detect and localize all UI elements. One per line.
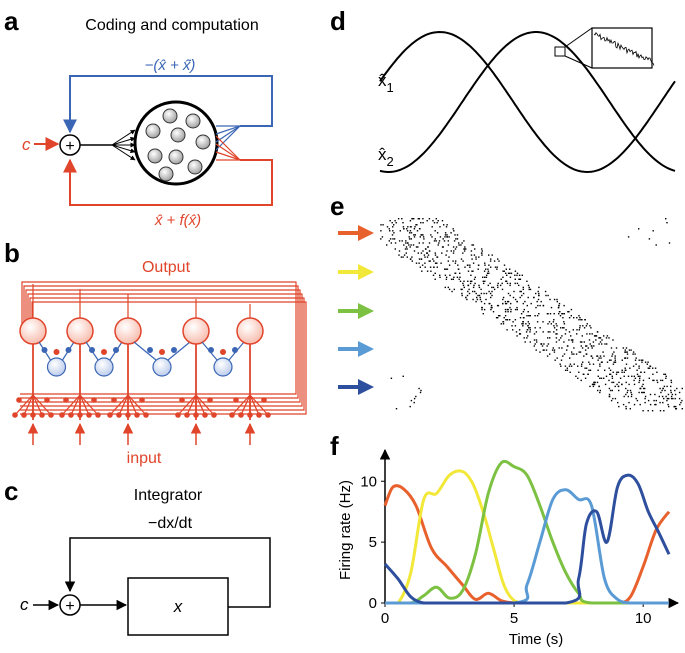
trace-x1	[379, 30, 676, 174]
panel-a: a Coding and computation −(x̂ + x̂̇) x̂ …	[4, 6, 273, 229]
integrator-input-c: c	[20, 595, 29, 614]
integrator-block	[127, 577, 229, 636]
panel-f: f 0 5 10 0 5 10 Time (s) Firing rate (Hz)	[330, 431, 680, 648]
y-axis-label: Firing rate (Hz)	[337, 480, 354, 580]
panel-e: e	[330, 191, 683, 412]
red-feedback-label: x̂ + f(x̂)	[154, 212, 201, 229]
neuron-network	[12, 317, 271, 445]
population-arrow	[338, 303, 374, 319]
panel-a-title: Coding and computation	[85, 17, 258, 34]
blue-feedback-loop	[63, 75, 273, 134]
y-tick-label: 10	[360, 473, 377, 490]
panel-a-label: a	[4, 6, 19, 36]
input-label: input	[127, 450, 162, 467]
x-tick-label: 10	[635, 610, 652, 627]
panel-e-label: e	[330, 191, 344, 221]
population-arrow	[338, 341, 374, 357]
integrator-feedback	[64, 537, 271, 608]
population-neurons	[145, 108, 211, 182]
x-tick-label: 5	[510, 610, 518, 627]
network-unit	[12, 317, 75, 445]
x-tick-label: 0	[381, 610, 389, 627]
input-c-label: c	[22, 135, 31, 154]
network-unit	[229, 317, 271, 445]
output-label: Output	[142, 259, 191, 276]
network-unit	[175, 317, 245, 445]
network-unit	[107, 317, 191, 445]
population-arrow	[338, 225, 374, 241]
inset-noisy-trace	[593, 31, 655, 66]
recurrent-wiring	[20, 281, 307, 415]
x-axis-label: Time (s)	[509, 631, 563, 648]
panel-c-title: Integrator	[134, 487, 203, 504]
y-tick-label: 5	[369, 534, 377, 551]
panel-b: b Output input	[4, 238, 307, 467]
trace-x1-label: x̂1	[378, 71, 394, 95]
panel-c-label: c	[4, 476, 18, 506]
summation-plus: +	[65, 138, 74, 155]
zoom-marker	[554, 46, 566, 57]
integrator-sum-plus: +	[65, 598, 74, 615]
red-feedback-loop	[63, 158, 273, 206]
series-line	[383, 473, 671, 605]
trace-x2-label: x̂2	[378, 145, 394, 169]
panel-b-label: b	[4, 238, 20, 268]
series-line	[385, 459, 669, 605]
zoom-inset	[591, 27, 653, 69]
integrator-state: x	[173, 597, 183, 616]
derivative-label: −dx/dt	[148, 515, 193, 532]
panel-f-label: f	[330, 431, 339, 461]
chart-series	[383, 459, 671, 605]
panel-d-label: d	[330, 6, 346, 36]
blue-feedback-label: −(x̂ + x̂̇)	[145, 57, 196, 74]
series-line	[385, 488, 669, 605]
network-unit	[59, 317, 123, 445]
population-arrow	[338, 264, 374, 280]
panel-c: c Integrator −dx/dt c + x	[4, 476, 271, 636]
fan-arrows	[111, 129, 136, 161]
y-tick-label: 0	[369, 595, 377, 612]
spike-raster	[380, 218, 683, 412]
panel-d: d x̂1 x̂2	[330, 6, 676, 174]
trace-x2	[379, 31, 676, 173]
population-arrows	[338, 225, 374, 395]
population-arrow	[338, 379, 374, 395]
red-readout-fan	[215, 135, 241, 161]
